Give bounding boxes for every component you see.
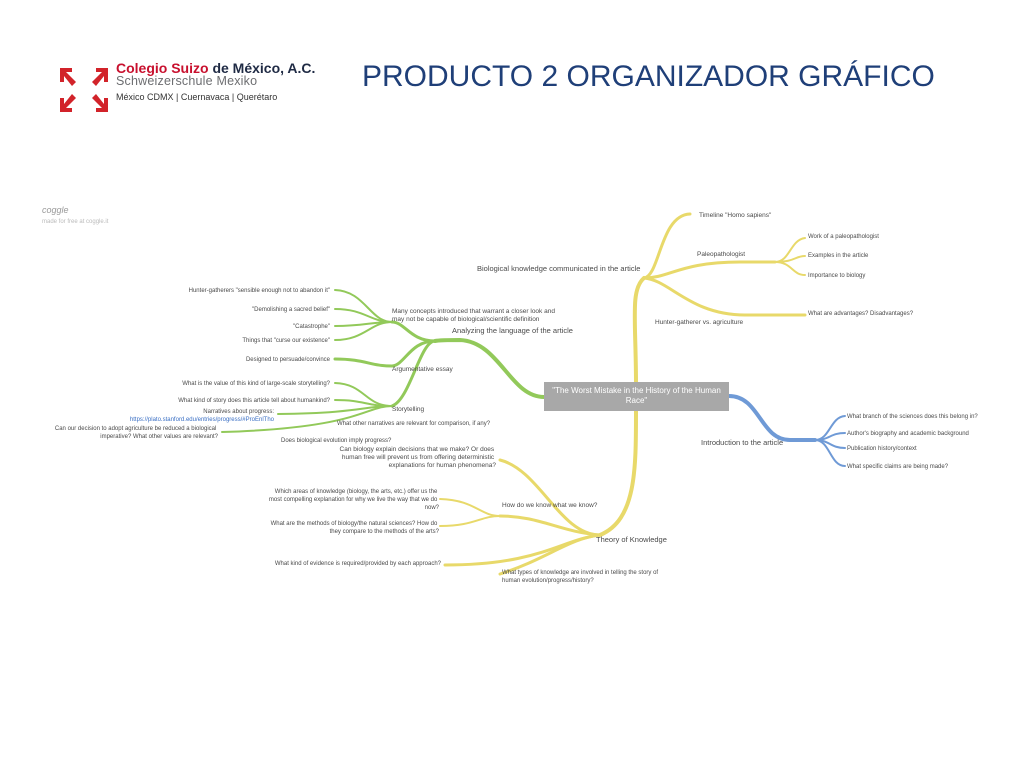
label-agriculture-decision: Can our decision to adopt agriculture be… <box>55 426 219 440</box>
label-intro-item: What specific claims are being made? <box>847 464 949 470</box>
label-intro-item: Publication history/context <box>847 446 917 452</box>
label-biological: Biological knowledge communicated in the… <box>477 264 640 273</box>
school-logo: Colegio Suizo de México, A.C. Schweizers… <box>58 58 318 118</box>
label-advantages: What are advantages? Disadvantages? <box>808 311 914 317</box>
blue-branches <box>727 394 846 467</box>
label-analyzing: Analyzing the language of the article <box>452 326 573 335</box>
label-evolution: Does biological evolution imply progress… <box>281 438 392 444</box>
label-narratives: Narratives about progress: <box>203 409 274 415</box>
label-many-item: Things that "curse our existence" <box>242 338 330 344</box>
label-many-concepts: Many concepts introduced that warrant a … <box>392 308 557 323</box>
label-which-areas: Which areas of knowledge (biology, the a… <box>269 489 440 511</box>
label-story-item: What is the value of this kind of large-… <box>182 381 330 387</box>
yellow-branches <box>439 212 807 576</box>
school-name: Colegio Suizo de México, A.C. <box>116 60 316 76</box>
label-storytelling: Storytelling <box>392 406 425 413</box>
label-other-narratives: What other narratives are relevant for c… <box>337 421 491 427</box>
label-designed: Designed to persuade/convince <box>246 357 331 363</box>
label-introduction: Introduction to the article <box>701 438 783 447</box>
label-paleo-item: Examples in the article <box>808 253 869 259</box>
label-can-biology: Can biology explain decisions that we ma… <box>340 446 497 469</box>
label-types-of-knowledge: What types of knowledge are involved in … <box>502 570 660 584</box>
school-name-german: Schweizerschule Mexiko <box>116 74 258 88</box>
label-many-item: Hunter-gatherers "sensible enough not to… <box>189 288 330 294</box>
label-argumentative: Argumentative essay <box>392 366 453 373</box>
label-paleo-item: Importance to biology <box>808 273 865 279</box>
label-intro-item: What branch of the sciences does this be… <box>847 414 978 420</box>
label-evidence: What kind of evidence is required/provid… <box>275 561 442 567</box>
page-title: PRODUCTO 2 ORGANIZADOR GRÁFICO <box>362 60 935 93</box>
center-node: "The Worst Mistake in the History of the… <box>544 382 729 411</box>
label-intro-item: Author's biography and academic backgrou… <box>847 431 969 437</box>
label-how-do-we-know: How do we know what we know? <box>502 502 598 509</box>
label-paleo-item: Work of a paleopathologist <box>808 234 879 240</box>
label-paleopathologist: Paleopathologist <box>697 251 745 258</box>
label-many-item: "Catastrophe" <box>293 324 330 330</box>
label-story-item: What kind of story does this article tel… <box>178 398 330 404</box>
label-hunter-gatherer: Hunter-gatherer vs. agriculture <box>655 319 744 326</box>
school-cities: México CDMX | Cuernavaca | Querétaro <box>116 92 278 102</box>
green-branches <box>221 289 546 433</box>
label-methods: What are the methods of biology/the natu… <box>271 521 440 535</box>
coggle-brand: coggle <box>42 205 69 215</box>
logo-arrows-icon <box>60 68 108 112</box>
label-theory-of-knowledge: Theory of Knowledge <box>596 535 667 544</box>
narratives-link[interactable]: https://plato.stanford.edu/entries/progr… <box>130 417 275 423</box>
label-timeline: Timeline "Homo sapiens" <box>699 212 772 219</box>
label-many-item: "Demolishing a sacred belief" <box>252 307 330 313</box>
coggle-credit: made for free at coggle.it <box>42 219 109 225</box>
